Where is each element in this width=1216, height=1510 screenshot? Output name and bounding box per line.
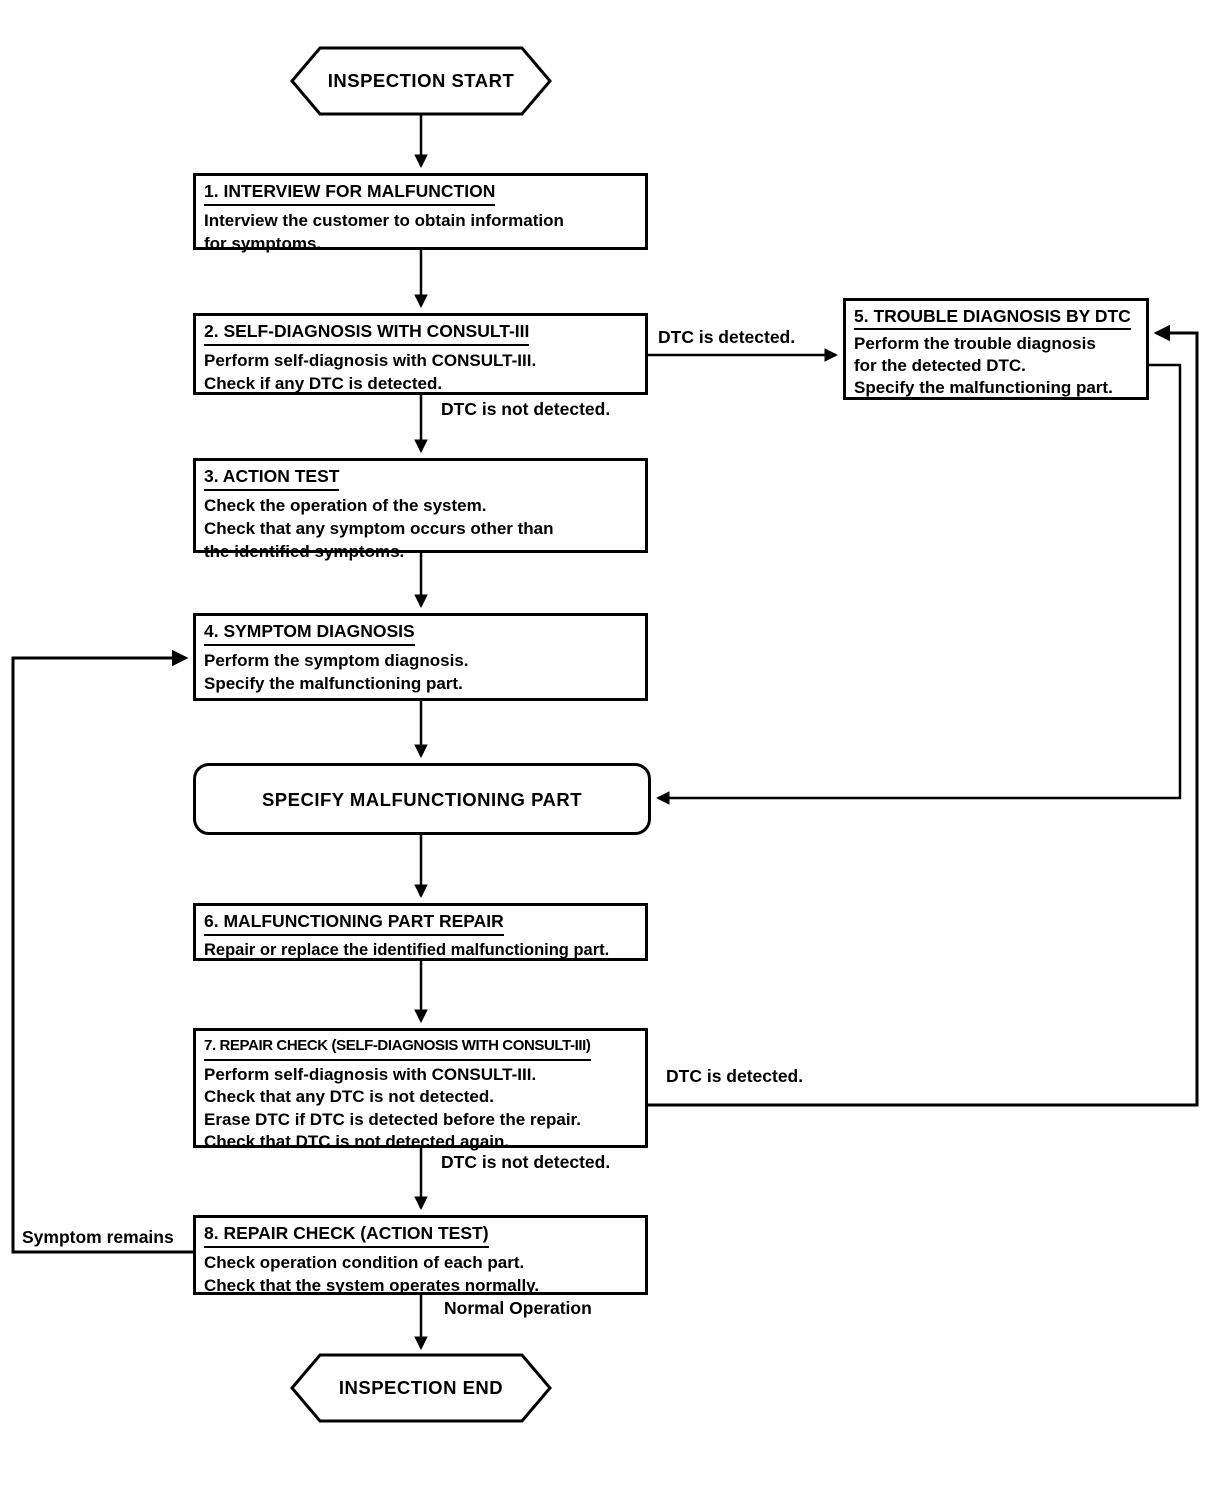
edge-label-dtc-not-detected-top: DTC is not detected. [441, 399, 611, 419]
edge-label-normal-operation: Normal Operation [444, 1298, 592, 1318]
step-7-line: Perform self-diagnosis with CONSULT-III. [204, 1064, 537, 1084]
step-4-line: Perform the symptom diagnosis. [204, 651, 469, 670]
step-5-line: for the detected DTC. [854, 356, 1026, 375]
start-terminator: INSPECTION START [327, 70, 515, 91]
step-8-line: Check operation condition of each part. [204, 1253, 525, 1272]
step-3-line: the identified symptoms. [204, 542, 405, 561]
step-4-line: Specify the malfunctioning part. [204, 674, 463, 693]
edge-label-dtc-not-detected-bottom: DTC is not detected. [441, 1152, 611, 1172]
specify-malfunctioning-part-label: SPECIFY MALFUNCTIONING PART [261, 788, 583, 810]
end-terminator: INSPECTION END [338, 1377, 504, 1398]
step-3-line: Check that any symptom occurs other than [204, 519, 554, 538]
edge-label-symptom-remains: Symptom remains [22, 1227, 174, 1247]
start-terminator-shape [290, 46, 552, 116]
step-3-line: Check the operation of the system. [204, 496, 487, 515]
step-6-title: 6. MALFUNCTIONING PART REPAIR [204, 910, 504, 936]
end-terminator-shape [290, 1353, 552, 1423]
edge-label-dtc-detected-bottom: DTC is detected. [666, 1066, 804, 1086]
connector-step5-to-specify [655, 363, 1182, 805]
step-7-repair-check-consult-box: 7. REPAIR CHECK (SELF-DIAGNOSIS WITH CON… [193, 1028, 648, 1151]
step-7-line: Check that DTC is not detected again. [204, 1132, 510, 1151]
step-4-symptom-diagnosis-box: 4. SYMPTOM DIAGNOSIS Perform the symptom… [193, 613, 648, 701]
step-6-line: Repair or replace the identified malfunc… [204, 941, 610, 959]
step-5-trouble-diagnosis-box: 5. TROUBLE DIAGNOSIS BY DTC Perform the … [843, 298, 1149, 400]
step-4-title: 4. SYMPTOM DIAGNOSIS [204, 620, 415, 646]
step-2-line: Perform self-diagnosis with CONSULT-III. [204, 351, 537, 370]
step-7-line: Erase DTC if DTC is detected before the … [204, 1109, 581, 1129]
connector-step7-to-step5 [648, 324, 1199, 1107]
step-8-repair-check-action-box: 8. REPAIR CHECK (ACTION TEST) Check oper… [193, 1215, 648, 1295]
step-1-line: Interview the customer to obtain informa… [204, 211, 564, 230]
step-7-line: Check that any DTC is not detected. [204, 1087, 494, 1106]
step-8-title: 8. REPAIR CHECK (ACTION TEST) [204, 1222, 489, 1248]
step-3-title: 3. ACTION TEST [204, 465, 340, 491]
step-1-line: for symptoms. [204, 234, 322, 253]
step-2-line: Check if any DTC is detected. [204, 374, 443, 393]
edge-label-dtc-detected-top: DTC is detected. [658, 327, 796, 347]
step-6-part-repair-box: 6. MALFUNCTIONING PART REPAIR Repair or … [193, 903, 648, 961]
step-5-line: Specify the malfunctioning part. [854, 378, 1113, 397]
step-1-interview-box: 1. INTERVIEW FOR MALFUNCTION Interview t… [193, 173, 648, 253]
specify-malfunctioning-part-box: SPECIFY MALFUNCTIONING PART [193, 763, 651, 835]
step-5-line: Perform the trouble diagnosis [854, 334, 1096, 353]
step-2-self-diagnosis-box: 2. SELF-DIAGNOSIS WITH CONSULT-III Perfo… [193, 313, 648, 395]
step-2-title: 2. SELF-DIAGNOSIS WITH CONSULT-III [204, 320, 530, 346]
step-1-title: 1. INTERVIEW FOR MALFUNCTION [204, 180, 496, 206]
step-7-title: 7. REPAIR CHECK (SELF-DIAGNOSIS WITH CON… [204, 1035, 591, 1061]
connector-step8-to-step4 [11, 649, 193, 1254]
step-8-line: Check that the system operates normally. [204, 1276, 540, 1295]
step-5-title: 5. TROUBLE DIAGNOSIS BY DTC [854, 305, 1131, 330]
step-3-action-test-box: 3. ACTION TEST Check the operation of th… [193, 458, 648, 561]
